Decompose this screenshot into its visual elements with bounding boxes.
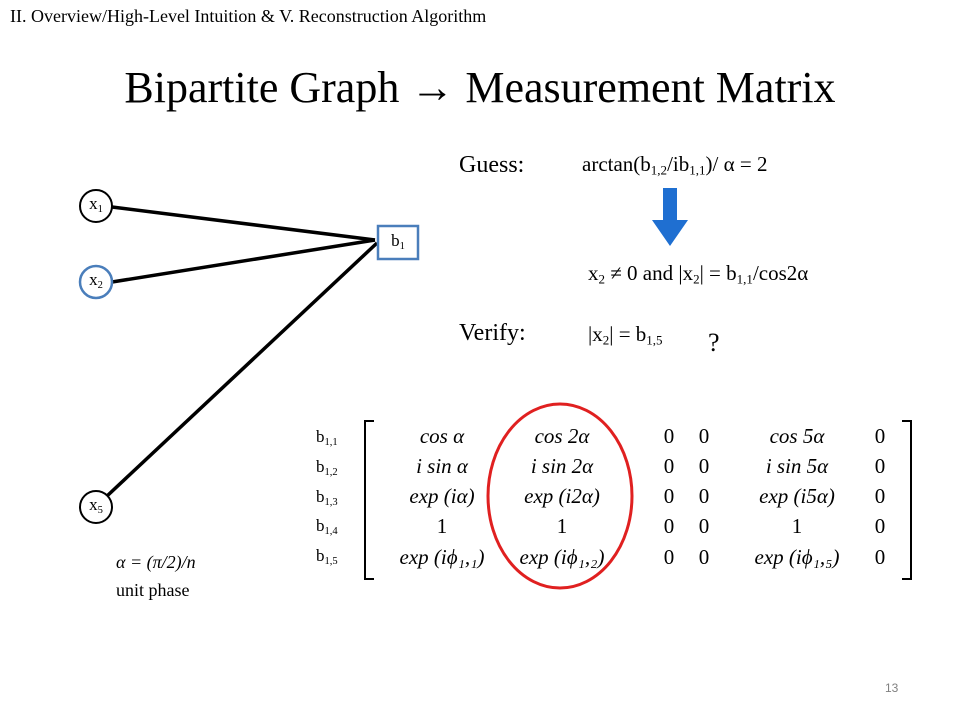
matrix-cell-r5-c3: 0 — [663, 545, 675, 569]
page-number: 13 — [885, 681, 899, 695]
verify-formula: |x2| = b1,5 — [588, 322, 663, 348]
unit-phase-label: unit phase — [116, 580, 190, 600]
matrix-cell-r4-c3: 0 — [663, 514, 675, 538]
matrix-cell-r3-c4: 0 — [698, 484, 710, 508]
highlight-circle — [486, 402, 634, 590]
matrix-cell-r2-c1: i sin α — [416, 454, 468, 478]
matrix-cell-r4-c5: 1 — [791, 514, 803, 538]
matrix-cell-r4-c4: 0 — [698, 514, 710, 538]
matrix-cell-r1-c1: cos α — [419, 424, 465, 448]
matrix-cell-r2-c6: 0 — [874, 454, 886, 478]
matrix-cell-r4-c6: 0 — [874, 514, 886, 538]
matrix-cell-r3-c2: exp (i2α) — [524, 484, 600, 508]
guess-formula: arctan(b1,2/ib1,1)/ α = 2 — [582, 152, 768, 178]
matrix-right-bracket — [902, 420, 912, 580]
matrix-cell-r5-c1: exp (iϕ₁,₁) — [399, 545, 485, 569]
node-label-x1: x1 — [89, 194, 103, 215]
measurement-matrix: cos α cos 2α 0 0 cos 5α 0 i sin α i sin … — [364, 418, 912, 580]
matrix-cell-r4-c2: 1 — [556, 514, 568, 538]
edge-x5-b1 — [105, 241, 379, 498]
matrix-cell-r3-c6: 0 — [874, 484, 886, 508]
matrix-cell-r5-c6: 0 — [874, 545, 886, 569]
matrix-cell-r1-c6: 0 — [874, 424, 886, 448]
matrix-cell-r1-c3: 0 — [663, 424, 675, 448]
matrix-cell-r4-c1: 1 — [436, 514, 448, 538]
edge-x2-b1 — [111, 238, 376, 284]
question-mark: ? — [708, 328, 720, 357]
matrix-cell-r3-c3: 0 — [663, 484, 675, 508]
matrix-cell-r3-c1: exp (iα) — [409, 484, 475, 508]
matrix-cell-r5-c4: 0 — [698, 545, 710, 569]
matrix-left-bracket — [364, 420, 374, 580]
variable-node-x1 — [79, 189, 113, 223]
matrix-cell-r1-c4: 0 — [698, 424, 710, 448]
node-label-x2: x2 — [89, 270, 103, 291]
matrix-cell-r1-c2: cos 2α — [534, 424, 590, 448]
verify-label: Verify: — [459, 320, 526, 346]
matrix-cell-r5-c5: exp (iϕ₁,₅) — [754, 545, 840, 569]
matrix-cell-r2-c3: 0 — [663, 454, 675, 478]
variable-node-x5 — [79, 490, 113, 524]
matrix-cell-r1-c5: cos 5α — [769, 424, 825, 448]
node-label-x5: x5 — [89, 495, 103, 516]
matrix-cell-r2-c5: i sin 5α — [765, 454, 829, 478]
down-arrow-icon — [652, 188, 688, 246]
row-label-1: b1,1 — [316, 427, 338, 448]
variable-node-x2 — [78, 264, 114, 300]
node-label-b1: b1 — [391, 231, 405, 252]
guess-label: Guess: — [459, 152, 525, 178]
row-label-3: b1,3 — [316, 487, 338, 508]
row-label-4: b1,4 — [316, 516, 338, 537]
measurement-node-b1 — [376, 224, 420, 261]
edge-x1-b1 — [111, 205, 376, 242]
matrix-cell-r5-c2: exp (iϕ₁,₂) — [519, 545, 605, 569]
matrix-cell-r2-c2: i sin 2α — [530, 454, 594, 478]
section-header: II. Overview/High-Level Intuition & V. R… — [10, 6, 487, 26]
row-label-2: b1,2 — [316, 457, 338, 478]
matrix-cell-r3-c5: exp (i5α) — [759, 484, 835, 508]
row-label-5: b1,5 — [316, 546, 338, 567]
guess-result: x2 ≠ 0 and |x2| = b1,1/cos2α — [588, 261, 809, 287]
matrix-cell-r2-c4: 0 — [698, 454, 710, 478]
alpha-definition: α = (π/2)/n — [116, 552, 196, 572]
slide-title: Bipartite Graph → Measurement Matrix — [124, 63, 836, 112]
